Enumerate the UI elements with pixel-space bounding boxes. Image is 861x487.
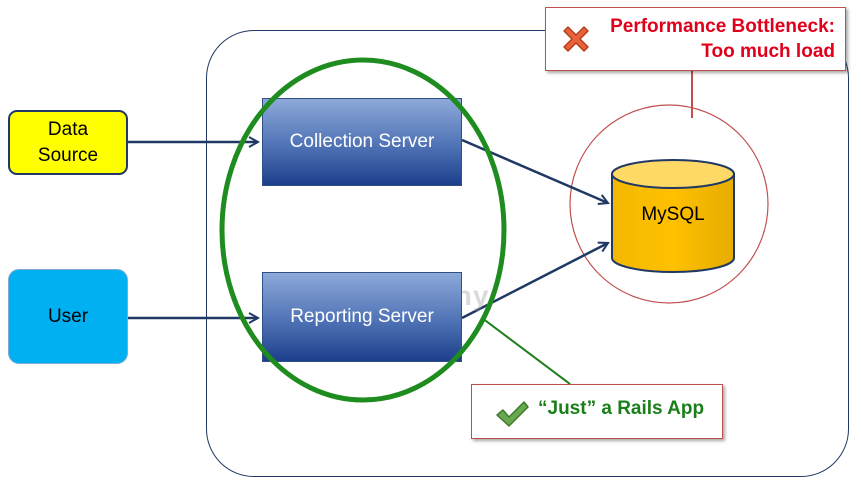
rails-callout: “Just” a Rails App xyxy=(471,384,723,439)
mysql-cylinder xyxy=(611,159,735,273)
bottleneck-text: Performance Bottleneck: Too much load xyxy=(610,14,835,64)
collection-server-node: Collection Server xyxy=(262,98,462,186)
check-mark-icon xyxy=(496,401,529,427)
data-source-label: Data Source xyxy=(37,118,99,166)
reporting-server-label: Reporting Server xyxy=(290,306,434,327)
x-mark-icon xyxy=(563,26,589,52)
rails-connector xyxy=(481,317,571,385)
mysql-label: MySQL xyxy=(641,204,705,225)
rails-label: “Just” a Rails App xyxy=(538,398,705,419)
bottleneck-title: Performance Bottleneck: xyxy=(610,16,835,37)
user-node: User xyxy=(8,269,128,364)
user-label: User xyxy=(47,305,89,327)
bottleneck-subtitle: Too much load xyxy=(701,41,835,63)
collection-server-label: Collection Server xyxy=(289,131,435,152)
data-source-node: Data Source xyxy=(8,110,128,175)
reporting-server-node: Reporting Server xyxy=(262,272,462,362)
bottleneck-callout: Performance Bottleneck: Too much load xyxy=(545,7,846,71)
